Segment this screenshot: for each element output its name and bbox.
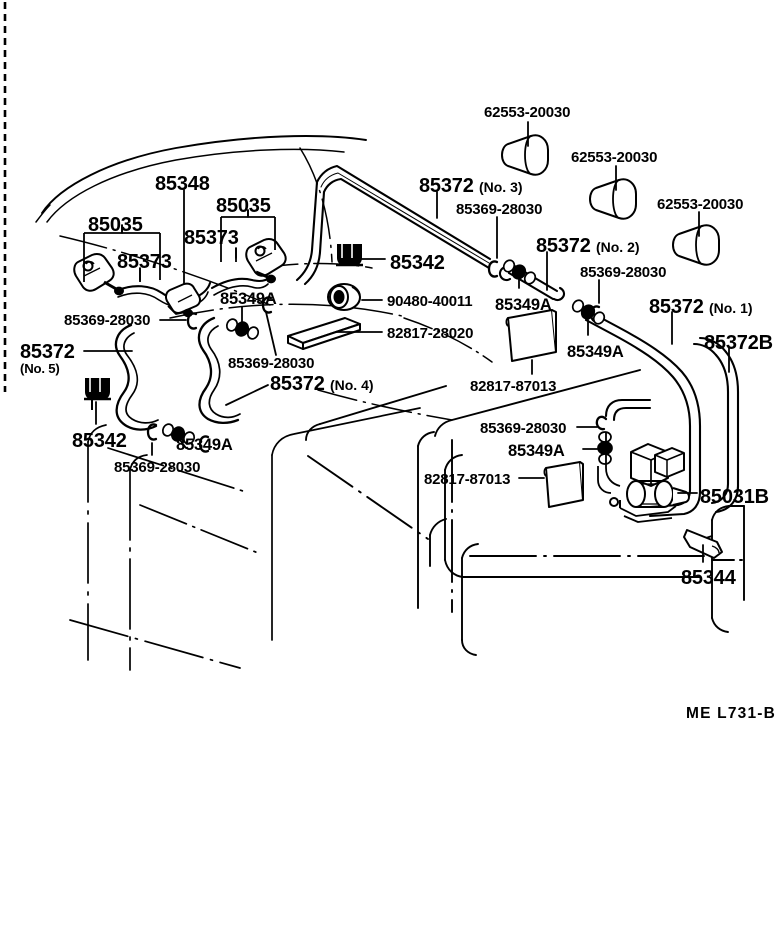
rear-corner-body	[699, 505, 745, 633]
nozzle-assembly-left	[73, 253, 124, 296]
protector-82817-87013-upper	[505, 309, 557, 362]
callout-62553-20030-3: 62553-20030	[657, 196, 744, 213]
washer-hose-main-run	[315, 164, 492, 270]
callout-85372-no2: 85372 (No. 2)	[536, 235, 640, 257]
callout-82817-87013-upper: 82817-87013	[470, 378, 557, 395]
callout-82817-87013-lower: 82817-87013	[424, 471, 511, 488]
callout-85349A-bottom: 85349A	[176, 436, 233, 454]
diagram-reference-code: ME L731-B	[686, 705, 776, 722]
washer-hose-vertical-drop	[295, 180, 326, 286]
callout-85349A-no3: 85349A	[495, 296, 552, 314]
callout-85373-left: 85373	[117, 251, 172, 273]
callout-85031B: 85031B	[700, 486, 769, 508]
plug-caps-62553	[501, 134, 720, 266]
callout-85342-center: 85342	[390, 252, 445, 274]
bracket-85348	[165, 282, 201, 318]
callout-85349A-no2: 85349A	[567, 343, 624, 361]
leader-lines	[83, 121, 730, 563]
leader-85369-center-b	[265, 311, 277, 356]
plug-cap-3	[672, 224, 720, 266]
callout-85369-28030-center: 85369-28030	[228, 355, 315, 372]
leader-85372-no4	[225, 384, 269, 406]
callout-85369-28030-motor: 85369-28030	[480, 420, 567, 437]
leader-85349A-bot	[179, 439, 187, 449]
callout-85372-no1: 85372 (No. 1)	[649, 296, 753, 318]
body-window-frames	[305, 385, 479, 656]
callout-85372B: 85372B	[704, 332, 773, 354]
washer-hose-no4	[197, 316, 241, 425]
washer-hose-no1-and-B	[584, 310, 740, 518]
nozzle-assembly-right	[245, 238, 287, 284]
callout-85369-28030-bottom: 85369-28030	[114, 459, 201, 476]
hose-clips-85369	[146, 260, 608, 453]
callout-85373-right: 85373	[184, 227, 239, 249]
callout-85369-28030-no3: 85369-28030	[456, 201, 543, 218]
washer-hose-motor-feed	[604, 398, 652, 422]
nozzle-hose-right	[210, 275, 272, 296]
clip-85342-center	[336, 244, 363, 267]
callout-85035-right: 85035	[216, 195, 271, 217]
washer-hose-no5	[114, 323, 159, 431]
callout-85349A-center: 85349A	[220, 290, 277, 308]
callout-85372-no3: 85372 (No. 3)	[419, 175, 523, 197]
washer-motor-assembly	[597, 432, 690, 523]
callout-82817-28020: 82817-28020	[387, 325, 474, 342]
callout-85369-28030-no2: 85369-28030	[580, 264, 667, 281]
protector-82817-87013-lower	[543, 461, 584, 508]
callout-85372-no4: 85372 (No. 4)	[270, 373, 374, 395]
nozzle-85344	[683, 529, 723, 559]
callout-85369-28030-left: 85369-28030	[64, 312, 151, 329]
clip-85369-left-b	[146, 423, 158, 441]
callout-85342-left: 85342	[72, 430, 127, 452]
hose-joints-85349A	[161, 259, 613, 465]
callout-85372-no5: 85372(No. 5)	[20, 341, 75, 376]
clip-85369-left-c	[198, 435, 210, 453]
callout-62553-20030-2: 62553-20030	[571, 149, 658, 166]
body-panel-lines	[69, 407, 421, 671]
callout-90480-40011: 90480-40011	[387, 293, 473, 310]
joint-center	[225, 318, 260, 340]
protector-82817-28020	[287, 317, 361, 350]
clip-85369-motor	[595, 415, 608, 431]
callout-85348: 85348	[155, 173, 210, 195]
plug-cap-1	[501, 134, 549, 176]
joint-no2	[571, 299, 606, 325]
joint-left-lower	[161, 423, 196, 445]
plug-cap-2	[589, 178, 637, 220]
grommet-90480	[327, 283, 361, 311]
clip-85369-left-a	[186, 312, 198, 330]
joint-motor	[597, 431, 613, 465]
callout-85344: 85344	[681, 567, 736, 589]
callout-85035-left: 85035	[88, 214, 143, 236]
clip-85342-left	[84, 378, 111, 410]
joint-no3	[502, 259, 537, 285]
callout-62553-20030-1: 62553-20030	[484, 104, 571, 121]
clip-85369-mid	[261, 296, 273, 314]
callout-85349A-motor: 85349A	[508, 442, 565, 460]
clip-85369-no3	[487, 260, 499, 278]
